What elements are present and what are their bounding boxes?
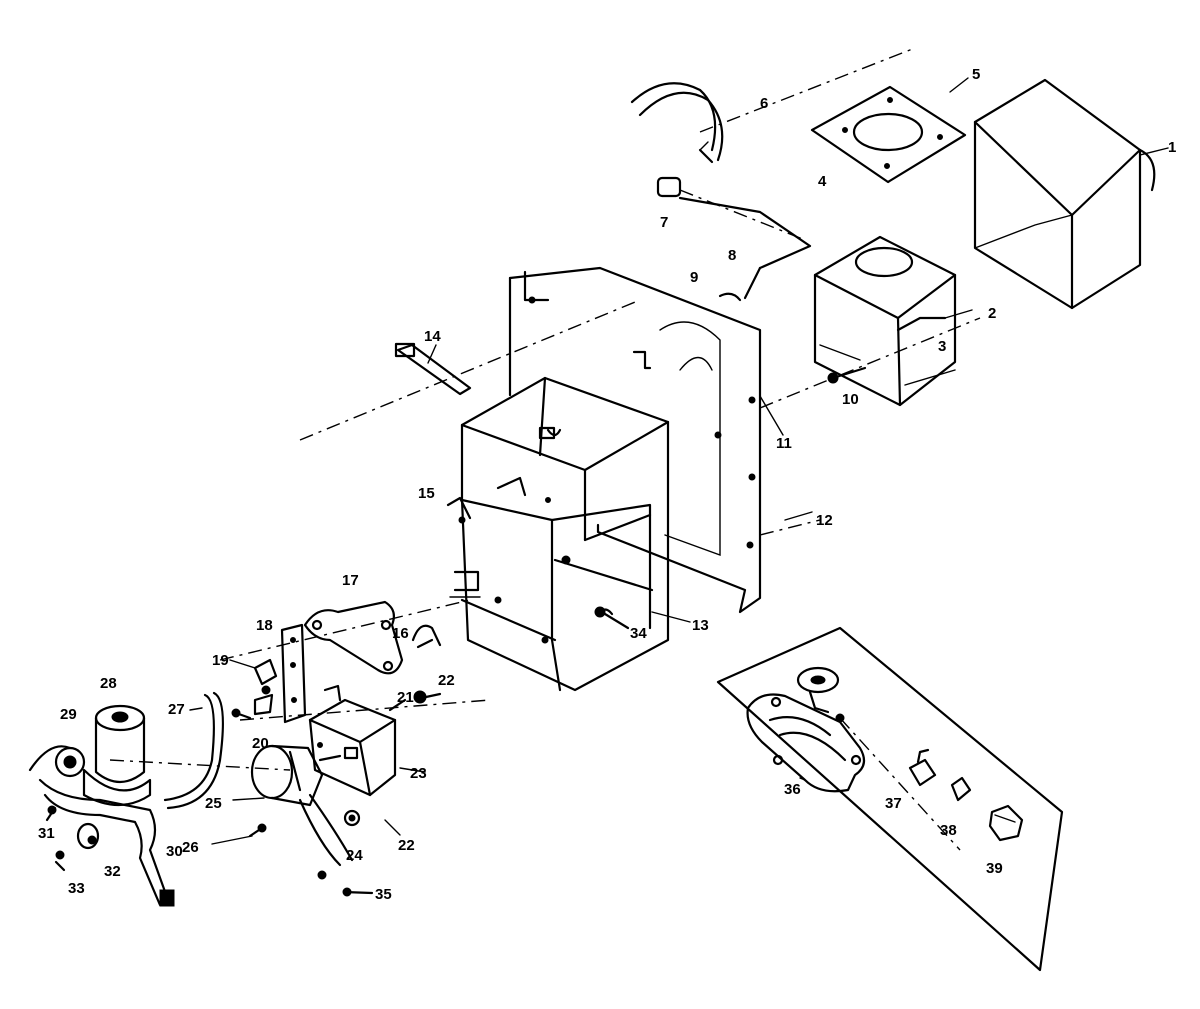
callout-2: 2 xyxy=(988,305,996,322)
callout-1: 1 xyxy=(1168,139,1176,156)
angle-bracket xyxy=(678,196,812,300)
screw-26 xyxy=(248,823,267,838)
callout-21: 21 xyxy=(397,689,414,706)
linkage-plate xyxy=(303,600,404,675)
callout-12: 12 xyxy=(816,512,833,529)
assembly-center-lines xyxy=(109,47,981,851)
callout-8: 8 xyxy=(728,247,736,264)
motor-25 xyxy=(250,744,354,867)
rod-14 xyxy=(394,342,472,396)
callout-32: 32 xyxy=(104,863,121,880)
spring-16 xyxy=(411,624,442,649)
callout-34: 34 xyxy=(630,625,647,642)
nut-34 xyxy=(594,606,630,630)
screw-35 xyxy=(317,870,374,897)
screw-33 xyxy=(54,850,66,872)
front-frame xyxy=(460,376,670,692)
fastener-19 xyxy=(229,658,278,716)
callout-11: 11 xyxy=(776,435,792,452)
callout-18: 18 xyxy=(256,617,273,634)
callout-35: 35 xyxy=(375,886,392,903)
callout-3: 3 xyxy=(938,338,946,355)
callout-30: 30 xyxy=(166,843,183,860)
hopper-box xyxy=(973,78,1156,310)
callout-38: 38 xyxy=(940,822,957,839)
switch-assembly-36 xyxy=(746,666,866,793)
callout-23: 23 xyxy=(410,765,427,782)
knob-32 xyxy=(76,822,100,850)
small-fasteners xyxy=(656,176,867,384)
pump-28 xyxy=(82,704,152,806)
callout-39: 39 xyxy=(986,860,1003,877)
clip-19 xyxy=(449,570,502,604)
callout-31: 31 xyxy=(38,825,55,842)
callout-26: 26 xyxy=(182,839,199,856)
callout-10: 10 xyxy=(842,391,859,408)
screw-31 xyxy=(45,805,57,822)
callout-5: 5 xyxy=(972,66,980,83)
motor-housing-box xyxy=(813,235,957,407)
leader-lines xyxy=(189,77,1169,845)
callout-28: 28 xyxy=(100,675,117,692)
callout-16: 16 xyxy=(392,625,409,642)
callout-14: 14 xyxy=(424,328,441,345)
fitting-29 xyxy=(28,745,86,778)
callout-15: 15 xyxy=(418,485,435,502)
plate-18 xyxy=(280,623,307,724)
callout-29: 29 xyxy=(60,706,77,723)
cap-39 xyxy=(988,804,1024,842)
screw-20 xyxy=(231,708,252,720)
callout-4: 4 xyxy=(818,173,827,190)
nut-21 xyxy=(413,690,442,704)
callout-7: 7 xyxy=(660,214,668,231)
callout-27: 27 xyxy=(168,701,185,718)
callout-labels: 1 2 3 4 5 6 7 8 9 10 11 12 13 14 15 16 1… xyxy=(38,66,1176,903)
mounting-plate xyxy=(810,85,967,184)
callout-17: 17 xyxy=(342,572,359,589)
callout-19: 19 xyxy=(212,652,229,669)
callout-20: 20 xyxy=(252,735,269,752)
switch-block xyxy=(308,684,407,797)
inset-panel xyxy=(716,626,1064,972)
callout-24: 24 xyxy=(346,847,363,864)
curved-strap xyxy=(630,82,724,164)
callout-36: 36 xyxy=(784,781,801,798)
arm-30 xyxy=(38,778,175,907)
callout-37: 37 xyxy=(885,795,902,812)
callout-22-upper: 22 xyxy=(438,672,455,689)
cap-38 xyxy=(950,776,972,802)
callout-13: 13 xyxy=(692,617,709,634)
callout-33: 33 xyxy=(68,880,85,897)
nut-24 xyxy=(343,809,361,827)
callout-6: 6 xyxy=(760,95,768,112)
back-panel xyxy=(508,266,762,614)
hose-27 xyxy=(163,691,224,810)
spring-15 xyxy=(446,496,472,524)
clip-37 xyxy=(908,748,937,787)
callout-25: 25 xyxy=(205,795,222,812)
callout-9: 9 xyxy=(690,269,698,286)
callout-22-lower: 22 xyxy=(398,837,415,854)
